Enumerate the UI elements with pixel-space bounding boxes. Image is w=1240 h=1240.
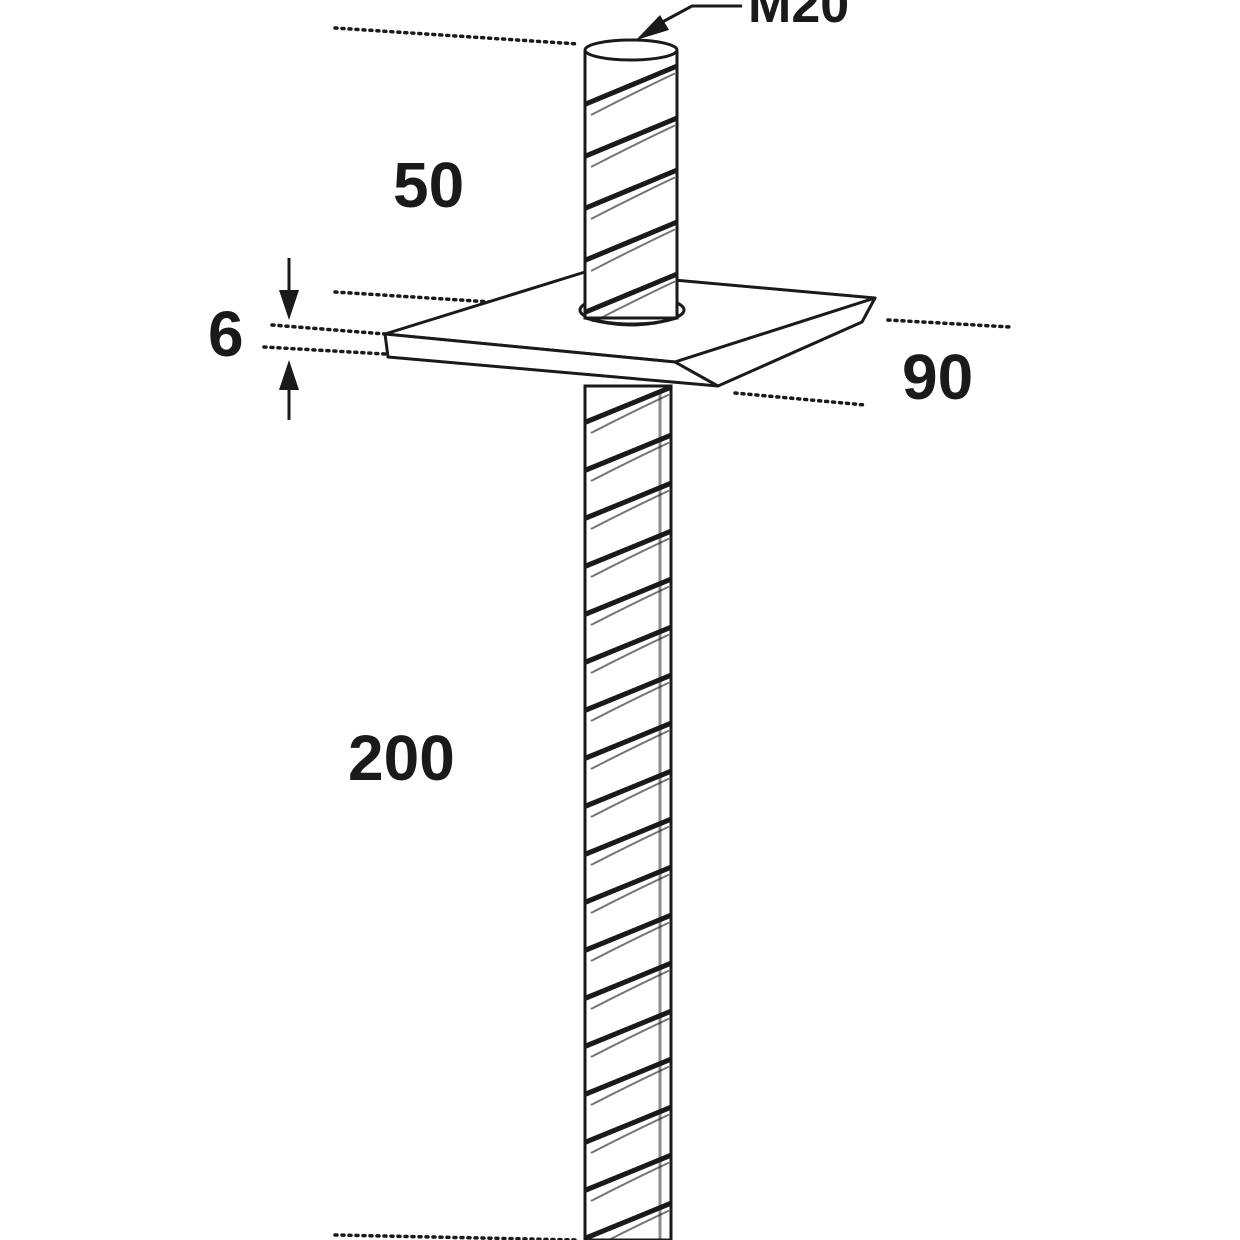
plate-width-label: 90 xyxy=(902,341,973,413)
thread-rib-shadow xyxy=(590,72,676,116)
thread-rib-shadow xyxy=(590,176,676,220)
thread-rib xyxy=(585,1104,671,1146)
thread-rib xyxy=(585,672,671,714)
thread-rib xyxy=(585,624,671,666)
plate-bottom-guide-line xyxy=(733,391,867,407)
upper-length-label: 50 xyxy=(393,149,464,221)
thread-rib xyxy=(585,1152,671,1194)
top-guide-line xyxy=(333,26,580,46)
dimension-guide-lines xyxy=(262,26,1012,1240)
thread-size-label: M20 xyxy=(748,0,849,34)
thread-rib xyxy=(585,720,671,762)
thread-rib-shadow xyxy=(590,124,676,168)
plate-side-face xyxy=(673,296,877,388)
thread-rib-shadow xyxy=(590,228,676,272)
thread-rib xyxy=(585,167,677,212)
thread-leader xyxy=(636,4,742,40)
thread-rib xyxy=(585,386,671,426)
thread-rib xyxy=(585,576,671,618)
upper-threaded-rod xyxy=(583,38,679,327)
plate-thickness-label: 6 xyxy=(208,298,244,370)
thread-rib xyxy=(585,432,671,474)
leader-arrow-icon xyxy=(636,15,669,40)
thread-rib xyxy=(585,1200,671,1240)
lower-threaded-rod xyxy=(583,384,673,1240)
thickness-lower-guide-line xyxy=(262,345,387,356)
thread-rib-shadow xyxy=(590,280,676,322)
bottom-guide-line xyxy=(333,1233,580,1240)
thread-rib xyxy=(585,816,671,858)
thread-rib xyxy=(585,1008,671,1050)
arrow-up-icon xyxy=(279,360,299,390)
thread-rib xyxy=(585,219,677,264)
thickness-upper-guide-line xyxy=(270,323,387,336)
arrow-down-icon xyxy=(279,290,299,320)
rod-top-end xyxy=(583,38,679,62)
thread-rib xyxy=(585,115,677,160)
thread-rib xyxy=(585,63,677,108)
thread-rib xyxy=(585,960,671,1002)
thread-rib xyxy=(585,271,677,316)
thread-rib xyxy=(585,480,671,522)
thread-rib xyxy=(585,912,671,954)
thread-rib xyxy=(585,1056,671,1098)
thickness-arrows xyxy=(279,258,299,420)
plate-right-guide-line xyxy=(886,318,1012,329)
thread-rib xyxy=(585,768,671,810)
lower-length-label: 200 xyxy=(348,722,455,794)
thread-rib xyxy=(585,528,671,570)
thread-rib xyxy=(585,864,671,906)
